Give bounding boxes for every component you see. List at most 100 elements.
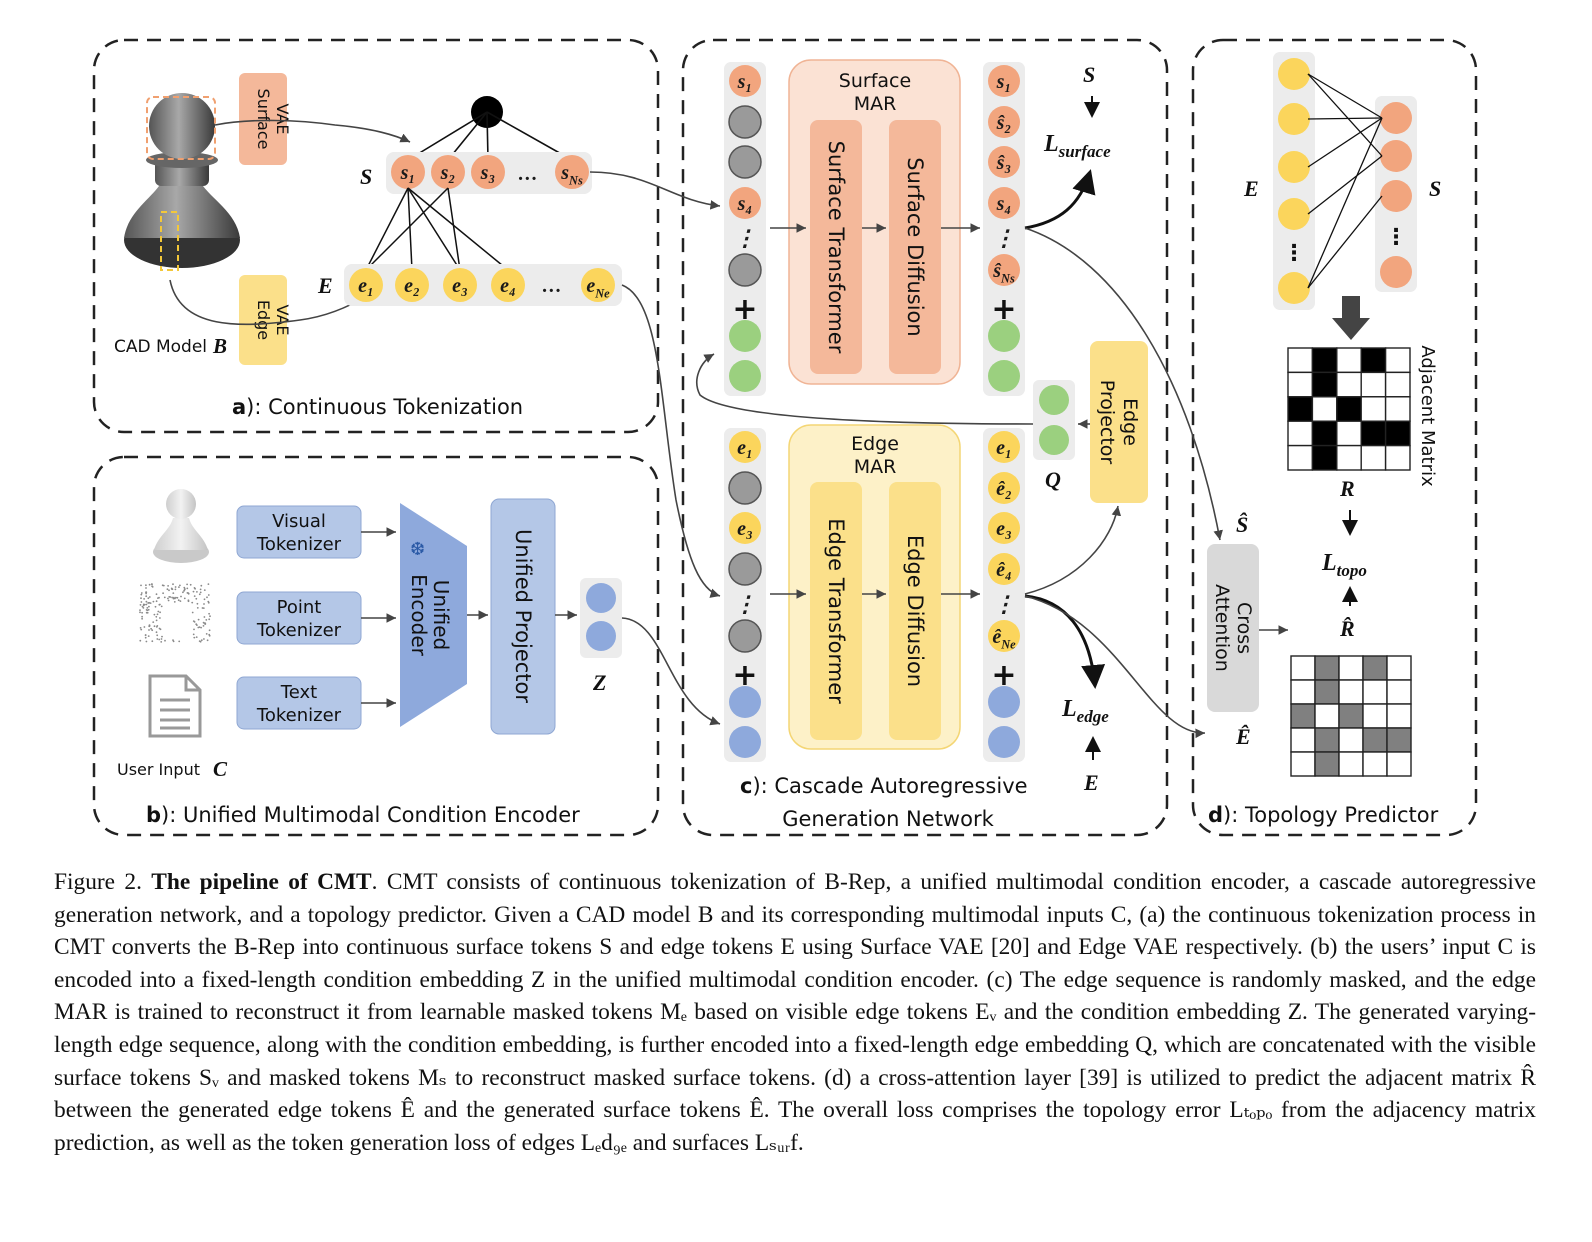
matrix-cell xyxy=(1336,444,1362,471)
matrix-cell xyxy=(1336,347,1362,374)
e-bottom-label: E xyxy=(1083,770,1099,795)
figure-caption: Figure 2. The pipeline of CMT. CMT consi… xyxy=(54,866,1536,1159)
edge-projector-line2: Projector xyxy=(1096,380,1118,465)
adjacency-link xyxy=(1307,155,1383,215)
s-token xyxy=(555,155,589,189)
token-label: s₄ xyxy=(737,193,753,215)
matrix-cell xyxy=(1311,347,1338,374)
panel-c-frame xyxy=(681,38,1169,837)
matrix-cell xyxy=(1362,679,1388,705)
matrix-cell xyxy=(1338,751,1364,777)
text-tokenizer-line2: Tokenizer xyxy=(256,705,342,726)
token xyxy=(988,620,1020,652)
adjacency-link xyxy=(1307,117,1383,120)
matrix-cell xyxy=(1338,703,1364,729)
matrix-cell xyxy=(1314,679,1340,705)
cross-attention-box xyxy=(1207,544,1259,712)
s-token xyxy=(431,155,465,189)
panel-a-title: a): Continuous Tokenization xyxy=(232,395,523,419)
adjacency-link xyxy=(1307,73,1383,157)
z-token xyxy=(586,583,616,613)
token-label: e₁ xyxy=(996,437,1012,459)
matrix-cell xyxy=(1360,347,1387,374)
condition-token xyxy=(988,360,1020,392)
token xyxy=(988,106,1020,138)
z-token xyxy=(586,621,616,651)
s-token-label: s₁ xyxy=(400,162,416,184)
token-label: e₃ xyxy=(996,518,1012,540)
matrix-cell xyxy=(1287,347,1314,374)
token-ellipsis: ⋮ xyxy=(734,225,756,250)
matrix-cell xyxy=(1362,751,1388,777)
s-hat-label: Ŝ xyxy=(1236,512,1248,537)
token xyxy=(988,512,1020,544)
panel-d-title: d): Topology Predictor xyxy=(1208,803,1439,827)
s-top-label: S xyxy=(1083,62,1095,87)
r-hat-label: R̂ xyxy=(1339,616,1355,641)
snowflake-frozen-icon: ❆ xyxy=(410,539,425,559)
token xyxy=(729,431,761,463)
panel-b-title: b): Unified Multimodal Condition Encoder xyxy=(146,803,580,827)
point-cloud-icon xyxy=(139,583,211,643)
l-surface-label: Lsurface xyxy=(1043,131,1111,161)
surface-token-ellipsis: ⋮ xyxy=(1385,224,1407,249)
e-token-label: e₁ xyxy=(358,275,374,297)
token-ellipsis: ⋮ xyxy=(993,225,1015,250)
condition-token xyxy=(988,320,1020,352)
matrix-cell xyxy=(1314,703,1340,729)
token-label: s₄ xyxy=(996,193,1012,215)
matrix-cell xyxy=(1287,396,1314,422)
token xyxy=(988,146,1020,178)
matrix-cell xyxy=(1314,727,1340,753)
matrix-cell xyxy=(1290,727,1316,753)
unified-encoder-block xyxy=(400,503,467,727)
matrix-cell xyxy=(1384,371,1411,398)
matrix-cell xyxy=(1290,679,1316,705)
text-tokenizer-line1: Text xyxy=(280,682,317,703)
document-icon xyxy=(148,674,202,738)
adjacency-link xyxy=(1307,73,1383,119)
matrix-cell xyxy=(1338,655,1364,681)
edge-token-ellipsis: ⋮ xyxy=(1283,240,1305,265)
edge-output-column xyxy=(983,428,1025,762)
point-tokenizer-line1: Point xyxy=(277,597,322,618)
token-label: e₁ xyxy=(737,437,753,459)
matrix-cell xyxy=(1314,751,1340,777)
condition-token xyxy=(729,686,761,718)
token xyxy=(988,553,1020,585)
matrix-cell xyxy=(1384,347,1411,374)
edge-mar-line1: Edge xyxy=(851,433,899,455)
adjacency-link xyxy=(1307,117,1383,289)
surface-token xyxy=(1380,256,1412,288)
token xyxy=(729,187,761,219)
matrix-cell xyxy=(1362,727,1388,753)
token-label: s₁ xyxy=(996,71,1012,93)
matrix-cell xyxy=(1311,444,1338,471)
surface-vae-line1: Surface xyxy=(254,89,273,150)
d-surface-tokens: ⋮ xyxy=(1380,102,1412,288)
surface-token xyxy=(1380,180,1412,212)
matrix-cell xyxy=(1290,655,1316,681)
edge-mar-line2: MAR xyxy=(854,456,897,478)
panel-c-title-line2: Generation Network xyxy=(782,807,994,831)
surface-vae-box xyxy=(239,73,287,165)
matrix-cell xyxy=(1386,727,1412,753)
token xyxy=(988,187,1020,219)
e-token-label: e₃ xyxy=(452,275,468,297)
condition-token xyxy=(988,726,1020,758)
token-label: ê₄ xyxy=(996,559,1012,581)
adjacency-link xyxy=(1307,117,1383,168)
token-label: ŝ₂ xyxy=(996,112,1012,134)
token xyxy=(988,472,1020,504)
visual-input-pawn-icon xyxy=(153,489,209,563)
edge-input-column xyxy=(724,428,766,762)
s-token-ellipsis: … xyxy=(518,163,538,185)
d-connection-lines xyxy=(1307,73,1383,289)
z-label: Z xyxy=(592,670,606,695)
matrix-cell xyxy=(1311,371,1338,398)
matrix-cell xyxy=(1386,679,1412,705)
l-edge-label: Ledge xyxy=(1061,696,1109,726)
